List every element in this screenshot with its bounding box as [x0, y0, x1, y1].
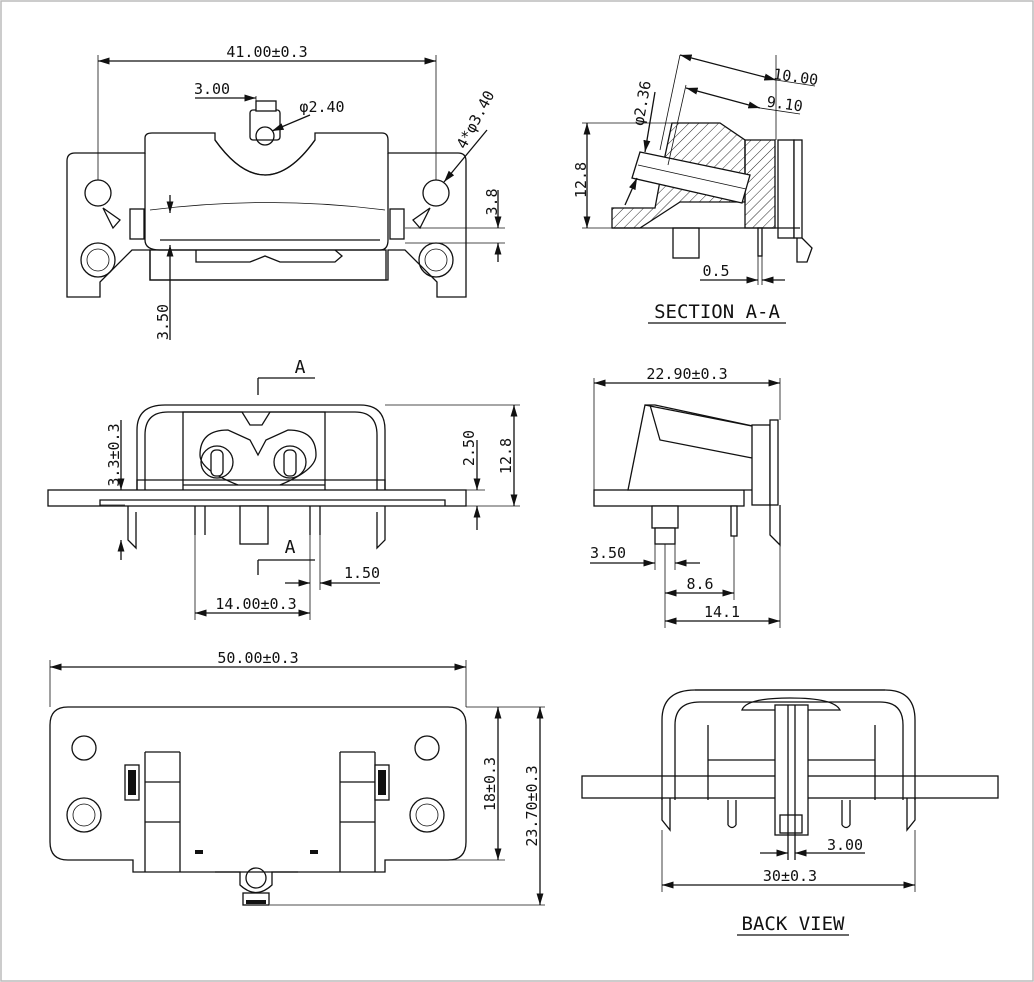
top-width-label: 41.00±0.3 [226, 43, 307, 61]
back-d30-label: 30±0.3 [763, 867, 817, 885]
top-h350-label: 3.50 [154, 304, 172, 340]
side-view: 22.90±0.3 3.50 8.6 14.1 [590, 365, 781, 628]
side-depth-label: 22.90±0.3 [646, 365, 727, 383]
front-d33-label: 3.3±0.3 [105, 423, 123, 486]
bottom-d2370-label: 23.70±0.3 [523, 765, 541, 846]
top-mountholes-label: 4*φ3.40 [453, 88, 499, 152]
section-title: SECTION A-A [654, 301, 780, 323]
top-pitch-label: 3.00 [194, 80, 230, 98]
front-d250-label: 2.50 [460, 430, 478, 466]
top-view: 41.00±0.3 3.00 φ2.40 4*φ3.40 3.8 3.50 [66, 43, 505, 340]
side-d141-label: 14.1 [704, 603, 740, 621]
front-view: A A 3.3±0.3 2.50 12.8 1.50 14.00±0.3 [47, 357, 520, 620]
back-d300-label: 3.00 [827, 836, 863, 854]
section-a-a: 12.8 10.00 9.10 φ2.36 0.5 SECTION A-A [572, 54, 819, 324]
side-d350-label: 3.50 [590, 544, 626, 562]
front-d128-label: 12.8 [497, 438, 515, 474]
back-view-title: BACK VIEW [742, 913, 846, 935]
section-d05-label: 0.5 [702, 262, 729, 280]
front-d14-label: 14.00±0.3 [215, 595, 296, 613]
front-mark-a-top: A [295, 357, 306, 378]
bottom-view: 50.00±0.3 18±0.3 23.70±0.3 [49, 649, 545, 906]
section-d10-label: 10.00 [772, 65, 819, 89]
top-pinhole-label: φ2.40 [299, 98, 344, 116]
bottom-width-label: 50.00±0.3 [217, 649, 298, 667]
front-mark-a-bottom: A [285, 537, 296, 558]
section-h128-label: 12.8 [572, 162, 590, 198]
front-d150-label: 1.50 [344, 564, 380, 582]
section-d910-label: 9.10 [766, 93, 804, 116]
top-h38-label: 3.8 [483, 188, 501, 215]
side-d86-label: 8.6 [686, 575, 713, 593]
back-view: 3.00 30±0.3 BACK VIEW [581, 689, 999, 936]
bottom-d18-label: 18±0.3 [481, 757, 499, 811]
